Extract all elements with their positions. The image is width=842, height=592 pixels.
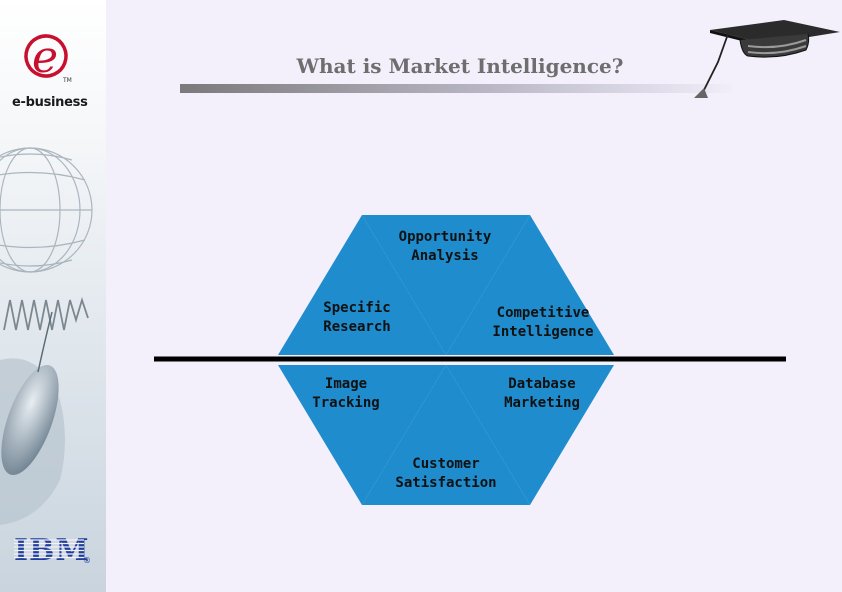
ibm-logo: IBM ® <box>14 533 91 566</box>
label-opportunity-analysis: Opportunity Analysis <box>398 229 492 264</box>
label-customer-satisfaction: Customer Satisfaction <box>395 456 497 491</box>
segment-upper-right <box>446 215 614 355</box>
title-underline <box>180 84 732 93</box>
sidebar-artwork: e <box>0 0 106 592</box>
label-image-tracking: Image Tracking <box>312 376 380 411</box>
segment-top <box>362 215 530 355</box>
mouse-icon <box>0 311 65 525</box>
graduation-cap-icon <box>694 20 840 98</box>
segment-lower-left <box>278 365 446 505</box>
label-specific-research: Specific Research <box>323 300 391 335</box>
svg-text:®: ® <box>83 556 91 565</box>
e-logo-icon: e <box>24 32 68 83</box>
market-intelligence-diagram <box>154 215 786 505</box>
trademark-label: TM <box>63 77 72 84</box>
globe-icon <box>0 147 93 273</box>
slide-title: What is Market Intelligence? <box>296 54 624 78</box>
label-competitive-intelligence: Competitive Intelligence <box>492 305 594 340</box>
segment-upper-left <box>278 215 446 355</box>
sidebar: e TM e-business IBM ® <box>0 0 106 592</box>
svg-text:e: e <box>32 32 58 83</box>
label-database-marketing: Database Marketing <box>504 376 580 411</box>
e-business-label: e-business <box>12 95 88 110</box>
svg-text:IBM: IBM <box>14 533 90 566</box>
segment-bottom <box>362 365 530 505</box>
waveform <box>3 297 89 331</box>
segment-lower-right <box>446 365 614 505</box>
